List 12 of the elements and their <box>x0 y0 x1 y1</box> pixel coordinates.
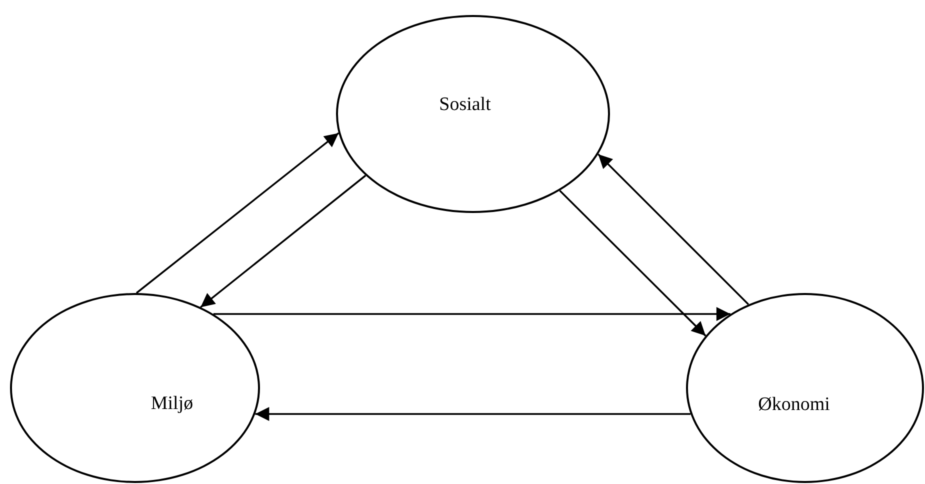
ellipse-node <box>336 15 610 213</box>
node-label: Sosialt <box>439 94 491 116</box>
ellipse-node <box>686 293 924 483</box>
arrow <box>200 174 366 308</box>
arrow <box>213 307 730 321</box>
arrow <box>136 132 340 294</box>
node-label: Miljø <box>150 393 194 415</box>
arrow <box>255 407 690 421</box>
ellipse-node <box>10 293 260 483</box>
arrow <box>559 190 706 336</box>
node-label: Økonomi <box>758 394 830 416</box>
arrow <box>598 154 750 306</box>
